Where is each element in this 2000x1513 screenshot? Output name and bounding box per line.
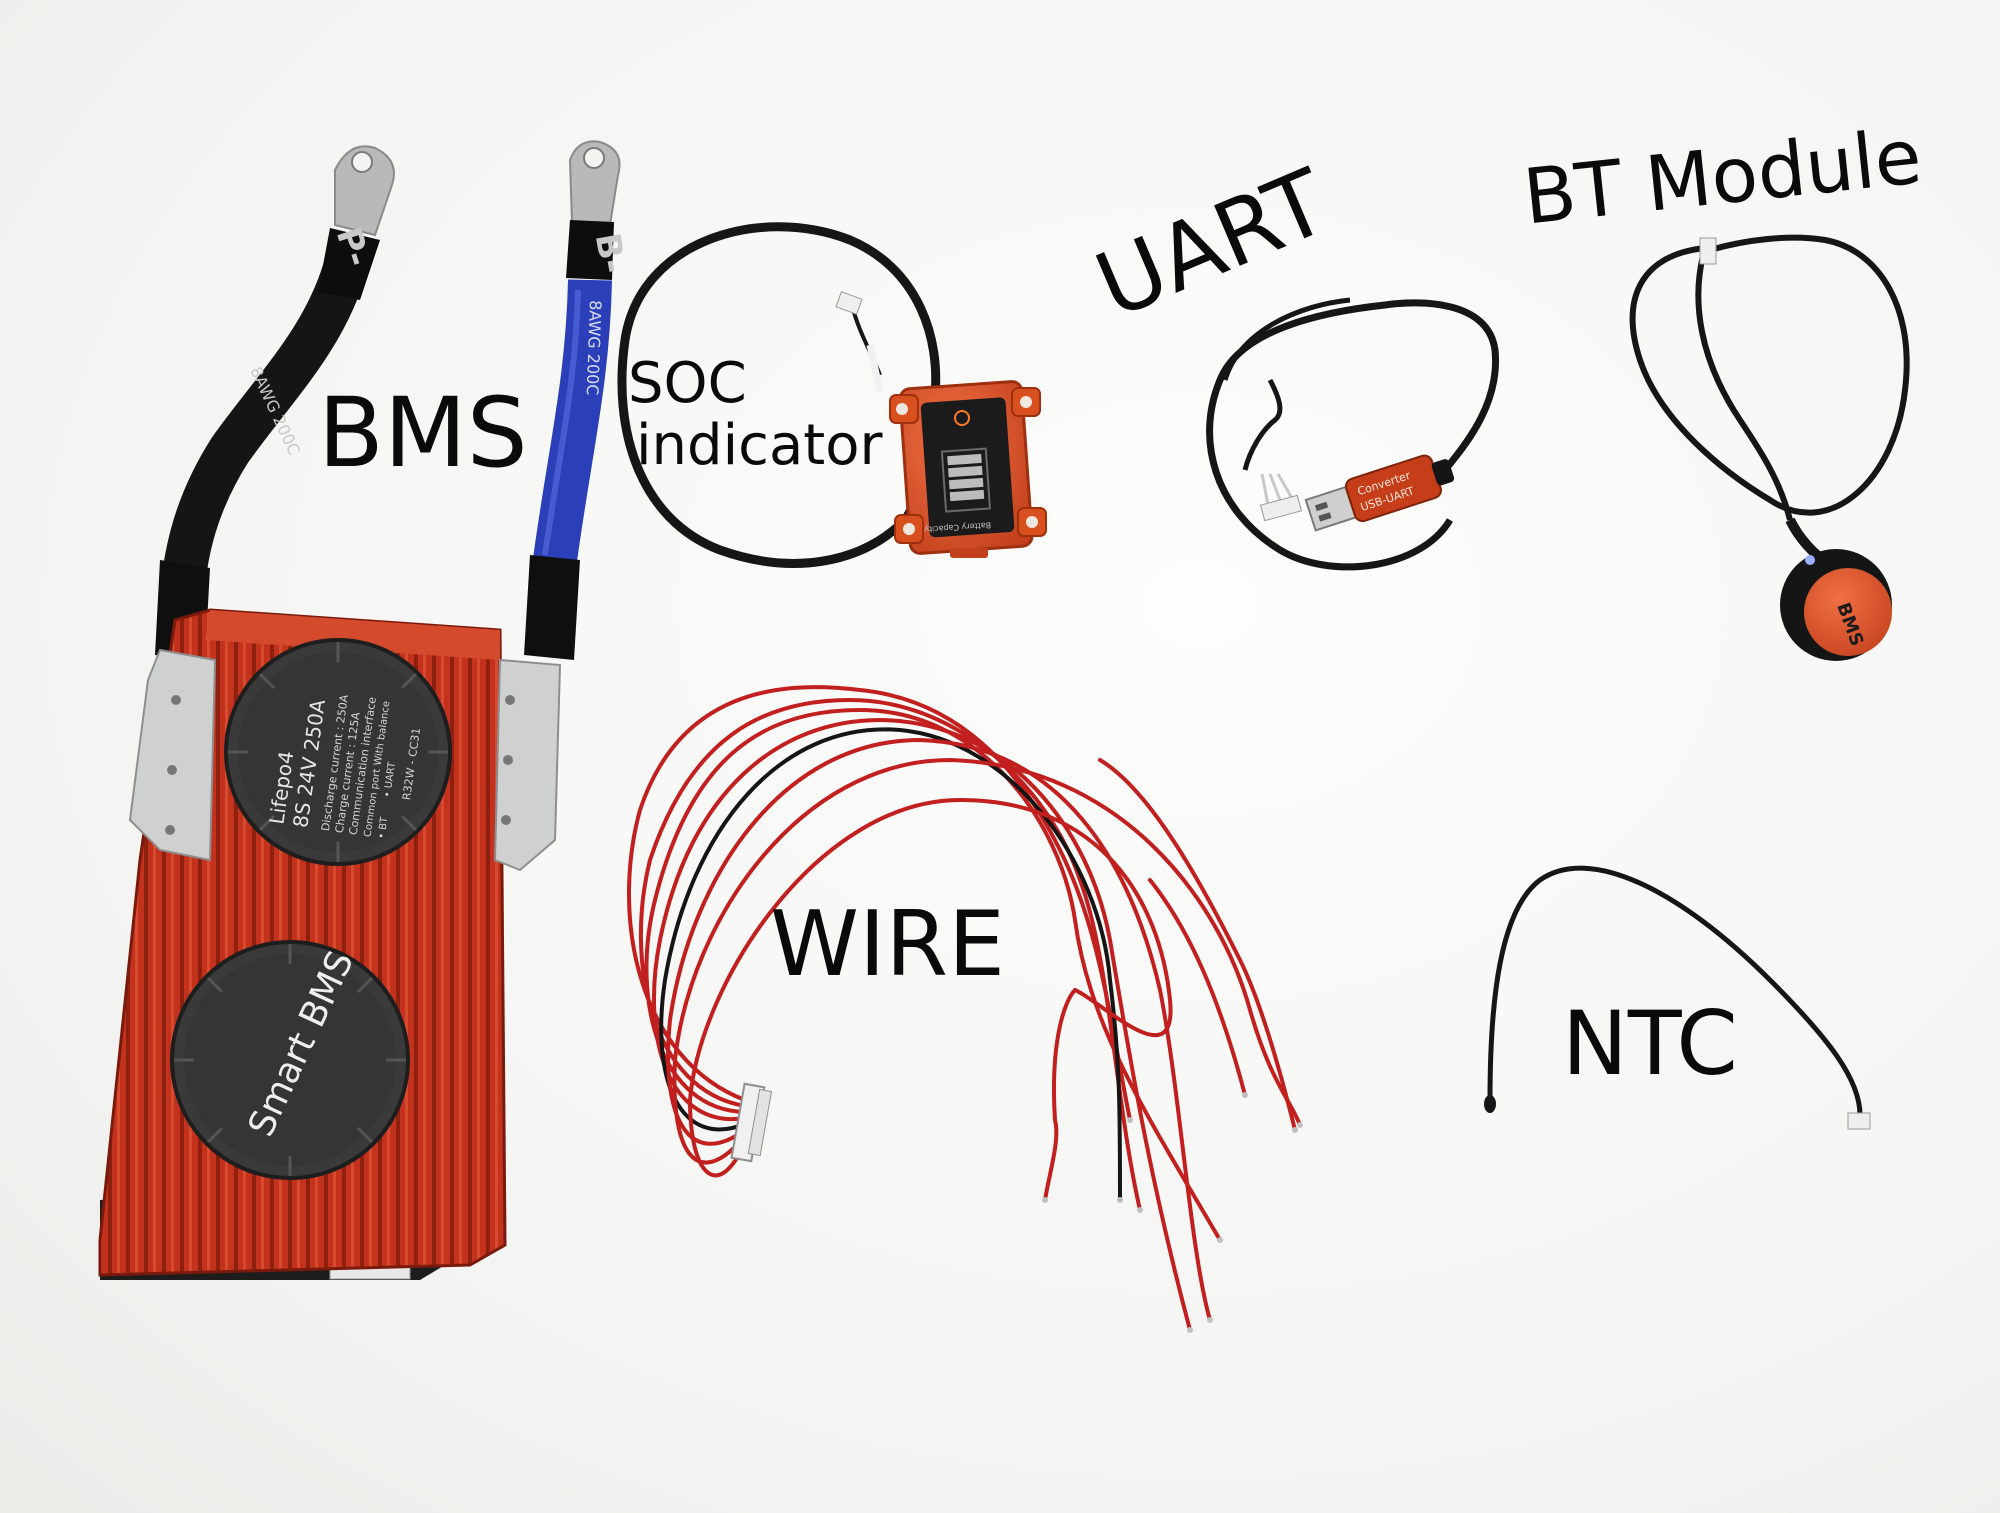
balance-wire-black [659,727,1122,1202]
bms-fan-top: Lifepo4 8S 24V 250A Discharge current : … [224,638,452,866]
bt-puck: BMS [1780,549,1892,661]
soc-power-icon [954,410,970,426]
label-bms: BMS [318,377,528,489]
uart-cable [1206,299,1500,571]
bt-cable [1629,234,1910,516]
right-cable-tag: B- [587,230,633,276]
left-busbar [128,648,217,862]
left-ring-terminal [334,145,395,237]
right-blue-cable [533,279,612,563]
balance-wire [639,697,1142,1212]
fan1-line9: • UART [382,760,398,798]
label-soc: SOC [628,351,747,416]
label-ntc: NTC [1562,992,1738,1095]
ntc-cable [1487,865,1863,1116]
balance-wire [672,757,1302,1165]
balance-wire [1148,878,1247,1097]
balance-wire [626,685,1132,1122]
label-wire: WIRE [770,892,1005,997]
balance-wire [644,707,1222,1242]
right-busbar [493,658,562,872]
balance-connector [730,1082,773,1163]
ntc-sensor [1484,865,1871,1130]
right-cable-print: 8AWG 200C [583,300,605,396]
label-indicator: indicator [636,413,883,478]
soc-cable [617,222,941,568]
bt-module-assembly: BMS [1629,234,1910,661]
balance-wire [1098,758,1297,1132]
balance-wire [666,737,1212,1322]
uart-cable-assembly: Converter USB-UART [1206,297,1500,571]
balance-wire [687,797,1173,1178]
usb-uart-dongle: Converter USB-UART [1304,454,1455,532]
soc-battery-bars: Battery Capacity [924,447,991,534]
fan1-line8: • BT [376,815,390,839]
balance-wire-harness [626,685,1303,1333]
balance-wire [1043,988,1077,1202]
bms-fan-bottom: Smart BMS [170,940,410,1180]
right-ring-terminal [568,140,621,227]
soc-indicator: Battery Capacity [617,222,1047,568]
balance-wire [652,717,1192,1332]
bms-board: Lifepo4 8S 24V 250A Discharge current : … [98,608,562,1280]
